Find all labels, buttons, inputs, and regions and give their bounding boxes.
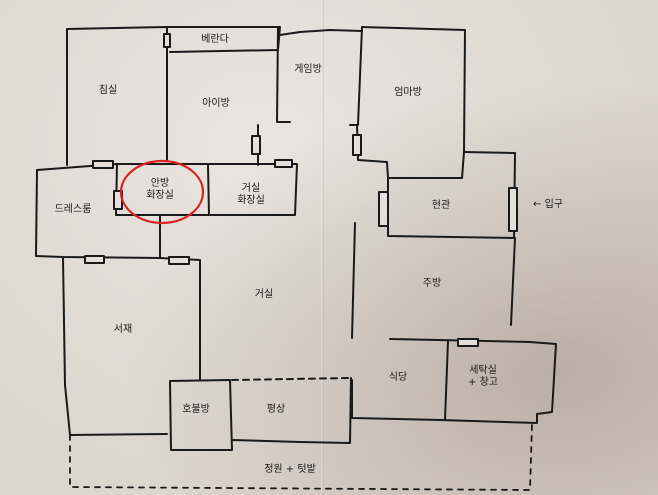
wall-deck-top-dashed [231,377,351,381]
wall-moms-room [356,26,466,179]
label-laundry-line2: + 창고 [468,377,498,388]
label-entry-arrow: ← 입구 [533,199,563,210]
label-entrance: 현관 [431,200,451,211]
label-deck: 평상 [266,404,286,415]
label-dining: 식당 [388,372,408,383]
label-moms-room: 엄마방 [394,87,422,98]
label-sunroom: 호불방 [182,404,210,415]
wall-kids-room-right [276,26,291,123]
door-bedroom [92,160,114,169]
label-kids-room: 아이방 [202,98,230,109]
garden-dashed-outline [69,423,533,491]
door-entrance-inner [378,191,389,227]
wall-entrance-right [510,237,516,326]
door-balcony [163,33,171,48]
label-study: 서재 [113,324,133,335]
wall-living-right [351,222,356,339]
label-inner-bathroom: 안방 화장실 [146,178,174,202]
highlight-circle [119,159,205,225]
label-dressroom: 드레스룸 [54,204,92,215]
label-game-room: 게임방 [294,64,322,75]
wall-study [62,257,201,436]
label-bedroom: 침실 [98,85,118,96]
wall-balcony-top [166,26,281,53]
label-living-room: 거실 [254,289,274,300]
label-inner-bathroom-line2: 화장실 [146,190,174,201]
door-study-2 [168,256,190,265]
door-laundry [457,338,479,347]
door-study [84,255,105,264]
wall-entrance [387,151,516,239]
door-moms-room [352,134,362,156]
door-living-bath [274,159,293,168]
wall-game-room [279,29,363,36]
door-entrance-main [508,187,518,232]
label-balcony: 베란다 [201,34,229,45]
door-kids [251,135,261,155]
label-laundry-line1: 세탁실 [469,365,497,376]
paper-fold-crease [321,0,324,495]
wall-deck-bottom [231,377,352,444]
wall-dining-divider [444,340,449,421]
wall-sunroom [169,379,233,451]
label-kitchen: 주방 [422,278,442,289]
label-living-bathroom: 거실 화장실 [237,183,265,207]
label-living-bathroom-line2: 화장실 [237,195,265,206]
wall-dining-top [351,338,557,424]
wall-dressroom [35,169,161,259]
label-living-bathroom-line1: 거실 [241,183,261,194]
label-garden: 정원 + 텃밭 [264,464,316,475]
wall-moms-left [349,26,363,126]
label-inner-bathroom-line1: 안방 [150,178,170,189]
label-laundry-storage: 세탁실 + 창고 [468,365,498,389]
wall-bath-divider [207,164,210,216]
